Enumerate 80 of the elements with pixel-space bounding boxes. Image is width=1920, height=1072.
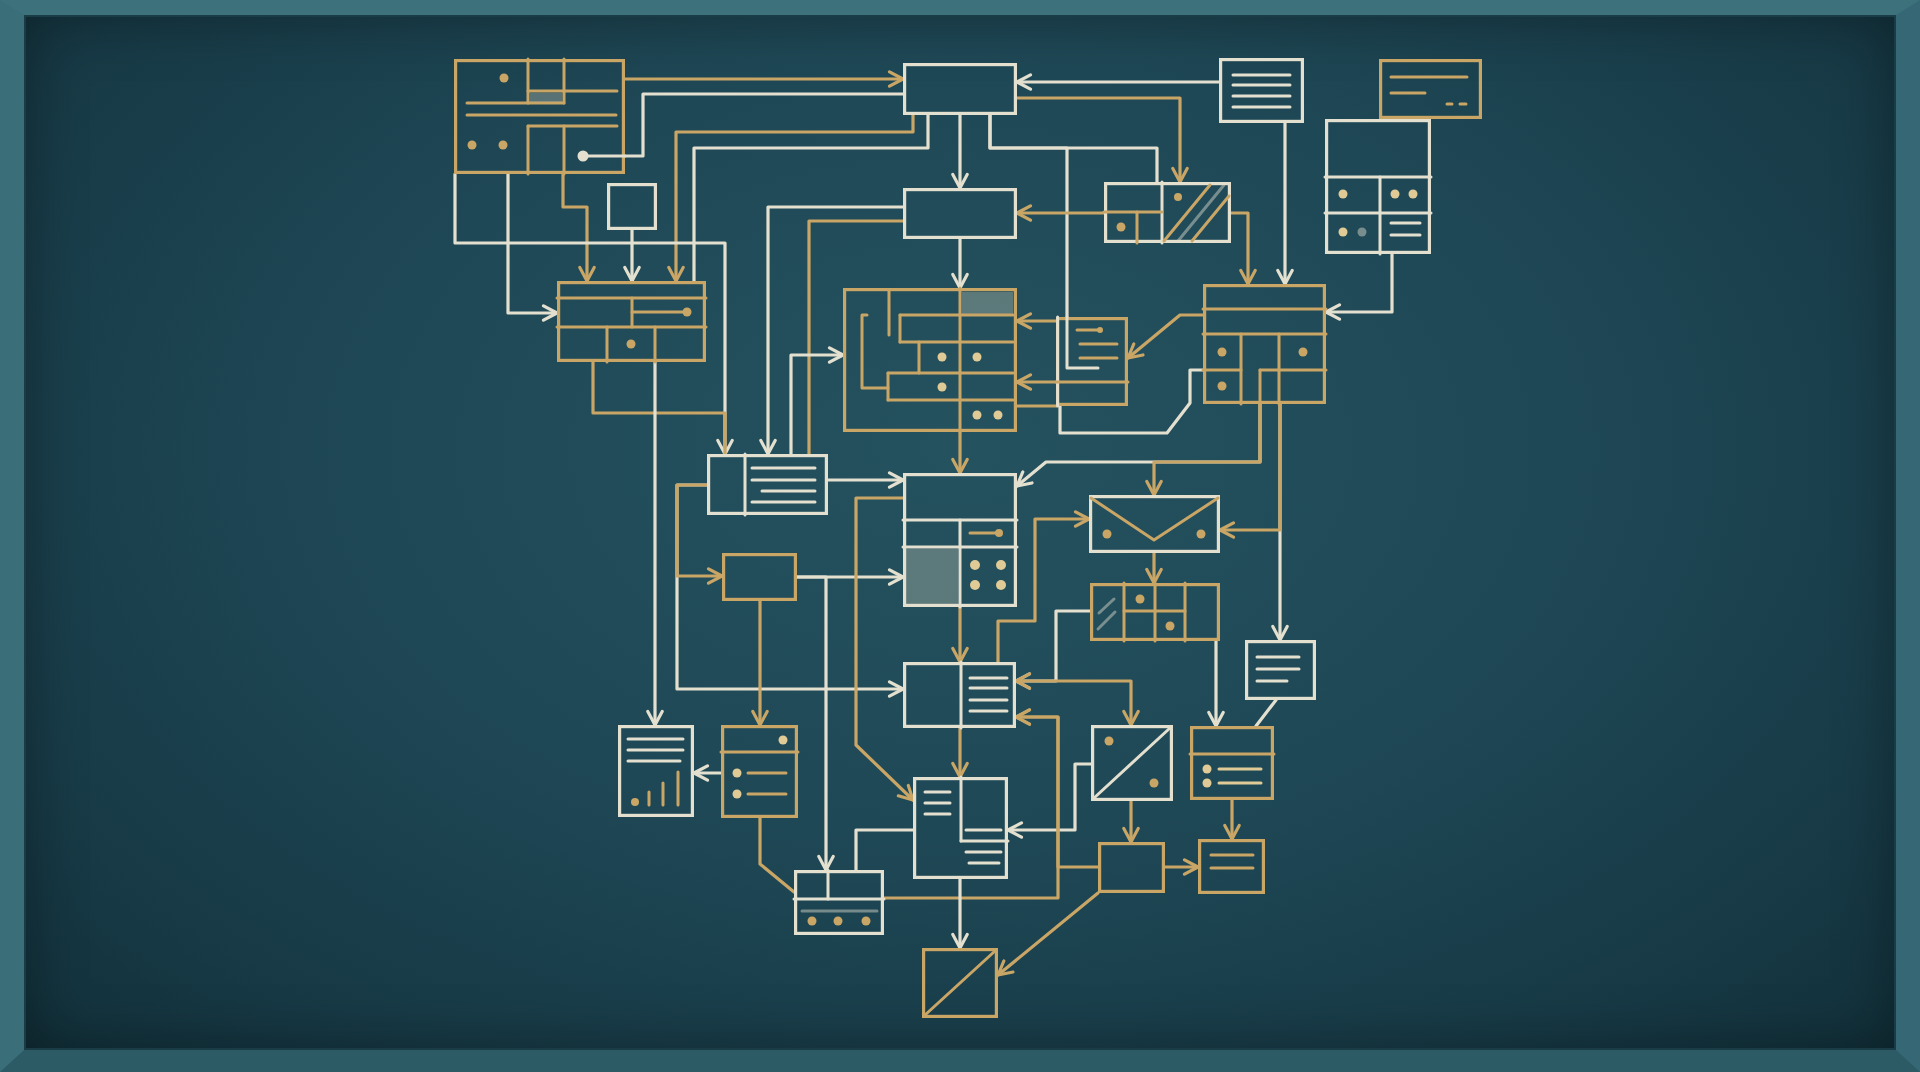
arrow <box>506 172 559 322</box>
split-box <box>1091 725 1173 801</box>
document-box <box>1245 640 1316 700</box>
arrow <box>667 113 915 283</box>
arrow <box>1218 402 1282 539</box>
document-box <box>1219 58 1304 123</box>
arrow <box>646 360 664 727</box>
arrow <box>623 228 641 283</box>
connector-line <box>854 828 915 872</box>
arrow <box>692 764 723 782</box>
arrow <box>1006 762 1093 839</box>
arrow <box>951 605 969 664</box>
connector-line <box>692 113 930 283</box>
arrow <box>1015 96 1189 184</box>
connector-line <box>807 219 905 456</box>
process-box <box>722 553 797 601</box>
connector-line <box>1058 368 1205 435</box>
grid-box <box>557 281 706 362</box>
grid-box <box>454 59 625 174</box>
arrow <box>1015 312 1058 330</box>
arrow <box>453 172 734 456</box>
document-box <box>1056 317 1128 406</box>
list-box <box>721 725 798 818</box>
grid-box <box>1203 284 1326 404</box>
document-box <box>903 662 1016 728</box>
process-box <box>903 63 1017 115</box>
arrow <box>854 496 915 802</box>
arrow <box>1324 252 1394 321</box>
arrow <box>1145 551 1163 585</box>
document-box <box>1379 59 1482 119</box>
arrow <box>1014 672 1140 727</box>
grid-box <box>903 473 1017 607</box>
chart-document-box <box>618 725 694 817</box>
arrow <box>1015 373 1058 391</box>
arrow <box>751 599 769 727</box>
arrow <box>951 113 969 190</box>
arrow <box>759 205 905 456</box>
process-box <box>903 188 1017 239</box>
arrow <box>951 237 969 290</box>
split-box <box>922 948 998 1018</box>
connector-line <box>1254 698 1278 728</box>
arrow <box>882 708 1060 900</box>
arrow <box>1223 798 1241 841</box>
arrow <box>1015 204 1106 222</box>
arrow <box>1163 858 1200 876</box>
connector-line <box>1015 404 1058 408</box>
arrow <box>996 891 1100 977</box>
connector-line <box>591 360 727 456</box>
process-box <box>607 183 657 230</box>
process-box <box>1098 842 1165 893</box>
arrow <box>951 726 969 779</box>
arrow <box>1145 402 1262 497</box>
arrow <box>561 172 596 283</box>
document-box <box>1198 839 1265 894</box>
arrow <box>1015 73 1221 91</box>
envelope-box <box>1089 495 1220 553</box>
document-box <box>913 777 1008 879</box>
arrow <box>1276 121 1294 286</box>
connector-line <box>988 113 1069 319</box>
arrow <box>951 877 969 950</box>
arrow <box>623 70 905 88</box>
grid-box <box>1325 119 1431 254</box>
arrow <box>1229 211 1257 286</box>
grid-box <box>843 288 1017 432</box>
arrow <box>675 483 724 585</box>
arrow <box>996 510 1091 664</box>
grid-box <box>1090 583 1220 641</box>
arrow <box>795 575 835 872</box>
list-box <box>1190 726 1274 800</box>
arrow <box>951 430 969 475</box>
grid-box <box>794 870 884 935</box>
arrow <box>1126 313 1205 360</box>
arrow <box>826 471 905 489</box>
document-box <box>707 454 828 515</box>
connector-line <box>758 816 796 894</box>
hatched-grid-box <box>1104 182 1231 243</box>
connector-line <box>623 92 905 158</box>
arrow <box>1122 799 1140 844</box>
arrow <box>789 346 845 456</box>
arrow <box>1207 639 1225 728</box>
